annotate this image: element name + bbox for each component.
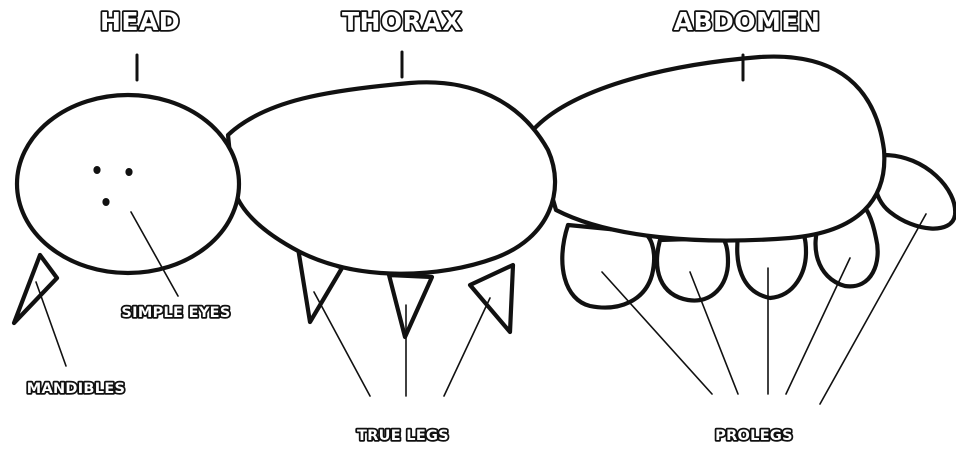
abdomen-label: ABDOMEN bbox=[674, 7, 821, 36]
eye-dot-3 bbox=[102, 198, 109, 206]
true-leg-2 bbox=[389, 275, 432, 337]
prolegs-label: PROLEGS bbox=[715, 428, 793, 444]
mandibles-label: MANDIBLES bbox=[27, 381, 126, 397]
proleg-2 bbox=[657, 238, 728, 301]
proleg-5 bbox=[875, 155, 955, 229]
head-outline bbox=[17, 95, 239, 273]
mandibles-pointer bbox=[36, 282, 66, 366]
true-legs-pointer-3 bbox=[444, 298, 490, 396]
true-legs-pointer-1 bbox=[314, 292, 370, 396]
abdomen-outline bbox=[533, 57, 884, 241]
eye-dot-2 bbox=[125, 168, 132, 176]
eye-dot-1 bbox=[93, 166, 100, 174]
simple-eyes-label: SIMPLE EYES bbox=[121, 305, 230, 321]
thorax-label: THORAX bbox=[342, 7, 462, 36]
mandible-shape bbox=[14, 255, 57, 323]
thorax-outline bbox=[228, 82, 555, 273]
proleg-1 bbox=[562, 225, 654, 308]
head-label: HEAD bbox=[100, 7, 180, 36]
true-legs-label: TRUE LEGS bbox=[357, 428, 449, 444]
true-leg-3 bbox=[470, 265, 513, 332]
